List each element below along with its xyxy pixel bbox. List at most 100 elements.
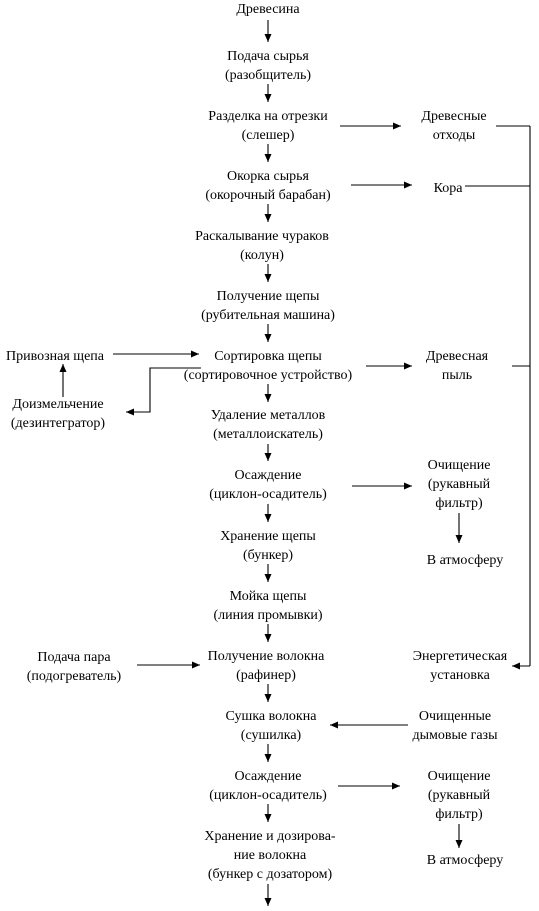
node-debark-line: Окорка сырья [227,169,309,184]
arrow-sort-to-regrind [126,367,201,413]
node-flue: Очищенные дымовые газы [335,707,539,745]
node-cut-line: (слешер) [241,128,295,143]
node-split-line: Раскалывание чураков [195,229,329,244]
arrow-sort-to-regrind-head [126,408,134,416]
main-arrow-3-head [264,214,272,222]
node-chip-line: (рубительная машина) [201,308,335,323]
arrow-cut-to-waste-head [393,122,401,130]
node-steam-line: Подача пара [37,650,111,665]
node-settle2-line: (циклон-осадитель) [209,788,327,803]
main-arrow-11-head [264,694,272,702]
node-storedose-line: (бункер с дозатором) [207,867,333,882]
node-split-line: (колун) [240,248,284,263]
node-feed-line: Подача сырья [227,49,309,64]
node-atm1: В атмосферу [345,551,539,570]
node-dust-line: пыль [441,368,473,383]
node-steam: Подача пара (подогреватель) [0,648,194,686]
node-clean2-line: (рукавный [427,788,491,803]
node-clean2-line: Очищение [427,769,491,784]
node-dry-line: Сушка волокна [225,709,317,724]
node-sort-line: (сортировочное устройство) [183,368,353,383]
node-fiber-line: (рафинер) [236,668,296,683]
arrow-imported-to-sort-head [191,350,199,358]
arrow-settle1-to-clean-head [404,482,412,490]
node-imported-line: Привозная щепа [6,349,104,364]
node-settle2: Осаждение (циклон-осадитель) [148,767,388,805]
node-metal-line: (металлоискатель) [213,427,323,442]
node-wash: Мойка щепы (линия промывки) [148,587,388,625]
node-metal-line: Удаление металлов [210,408,326,423]
node-steam-line: (подогреватель) [26,669,122,684]
main-arrow-2-head [264,154,272,162]
node-cut-line: Разделка на отрезки [208,109,328,124]
main-arrow-0-head [264,34,272,42]
node-dry-line: (сушилка) [240,728,302,743]
node-atm2: В атмосферу [345,851,539,870]
arrow-steam-to-fiber-head [192,661,200,669]
node-fiber: Получение волокна (рафинер) [146,647,386,685]
node-wash-line: (линия промывки) [213,608,323,623]
node-clean1-line: Очищение [427,458,491,473]
node-imported: Привозная щепа [0,347,175,366]
node-storedose-line: Хранение и дозирова- [204,829,336,844]
main-arrow-5-head [264,334,272,342]
node-dry: Сушка волокна (сушилка) [151,707,391,745]
arrow-flue-to-dry-head [330,721,338,729]
arrow-clean1-to-atm-head [455,535,463,543]
node-flue-line: Очищенные [418,709,492,724]
node-store-line: Хранение щепы [220,529,316,544]
arrow-clean2-to-atm-head [455,840,463,848]
node-wood-line: Древесина [236,2,300,17]
main-arrow-4-head [264,274,272,282]
node-regrind-line: (дезинтегратор) [10,416,106,431]
main-arrow-9-head [264,574,272,582]
main-arrow-6-head [264,394,272,402]
node-feed-line: (разобщитель) [224,68,312,83]
node-atm2-line: В атмосферу [426,853,504,868]
node-debark-line: (окорочный барабан) [205,188,331,203]
arrow-debark-to-bark-head [404,181,412,189]
main-arrow-14-head [264,898,272,906]
node-clean1-line: (рукавный [427,477,491,492]
node-storedose-line: ние волокна [233,848,307,863]
main-arrow-12-head [264,754,272,762]
node-sort: Сортировка щепы(сортировочное устройство… [148,347,388,385]
arrow-sort-to-dust-head [404,362,412,370]
node-waste-line: отходы [432,128,476,143]
main-arrow-10-head [264,634,272,642]
node-debark: Окорка сырья (окорочный барабан) [148,167,388,205]
node-dust-line: Древесная [425,349,489,364]
node-flue-line: дымовые газы [412,728,498,743]
main-arrow-1-head [264,94,272,102]
node-store-line: (бункер) [242,548,294,563]
node-bark: Кора [328,179,539,198]
node-energy-line: Энергетическая [412,649,508,664]
node-clean2-line: фильтр) [435,807,483,822]
arrow-collector-to-energy-head [512,662,520,670]
node-clean1-line: фильтр) [435,496,483,511]
arrow-settle2-to-clean-head [392,782,400,790]
main-arrow-8-head [264,514,272,522]
node-settle2-line: Осаждение [234,769,302,784]
node-chip: Получение щепы (рубительная машина) [148,287,388,325]
node-settle1: Осаждение (циклон-осадитель) [148,466,388,504]
node-settle1-line: (циклон-осадитель) [209,487,327,502]
node-metal: Удаление металлов (металлоискатель) [148,406,388,444]
node-regrind-line: Доизмельчение [12,397,104,412]
node-wood: Древесина [148,0,388,19]
node-dust: Древесная пыль [337,347,539,385]
arrow-regrind-to-imported-head [59,364,67,372]
node-chip-line: Получение щепы [216,289,320,304]
node-wash-line: Мойка щепы [229,589,307,604]
node-split: Раскалывание чураков (колун) [142,227,382,265]
node-bark-line: Кора [433,181,463,196]
main-arrow-7-head [264,453,272,461]
node-settle1-line: Осаждение [234,468,302,483]
node-fiber-line: Получение волокна [207,649,325,664]
node-store: Хранение щепы (бункер) [148,527,388,565]
node-storedose: Хранение и дозирова-ние волокна (бункер с… [150,827,390,884]
node-atm1-line: В атмосферу [426,553,504,568]
